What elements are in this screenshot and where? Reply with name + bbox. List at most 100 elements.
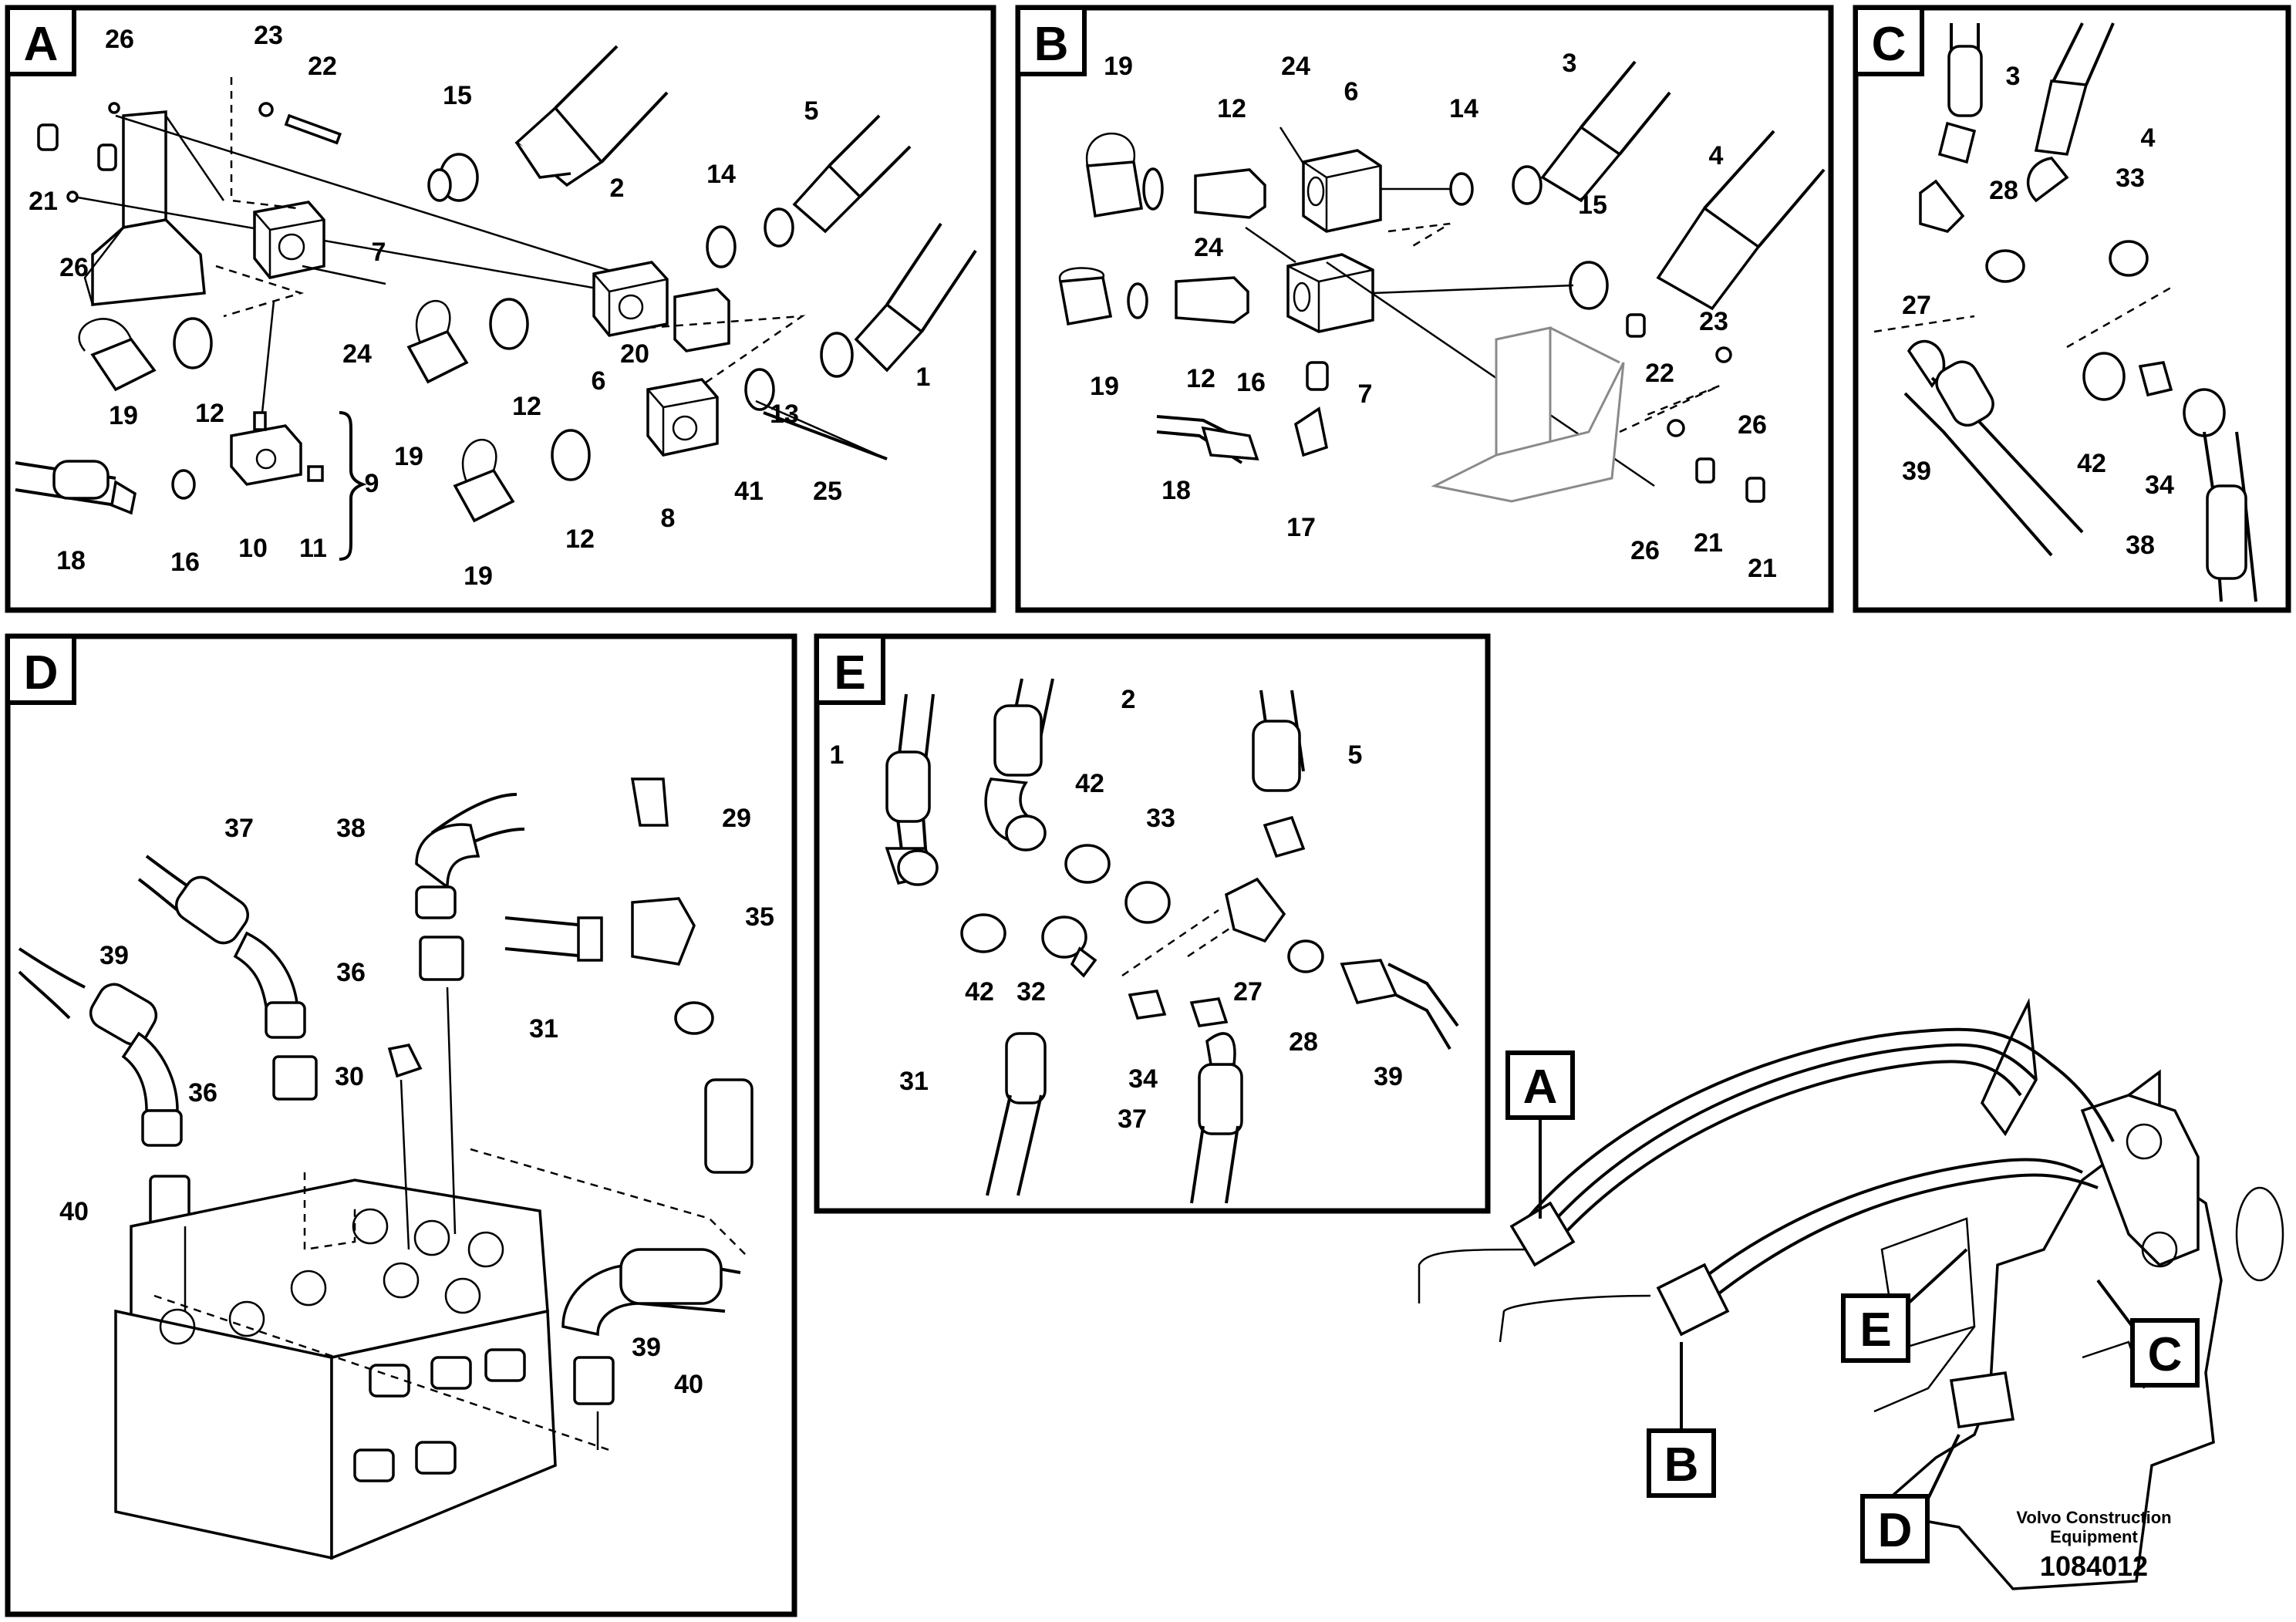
- label-b-24a: 24: [1281, 52, 1310, 81]
- label-d-40b: 40: [674, 1370, 703, 1399]
- panel-e-drawing: [885, 678, 1459, 1204]
- label-a-6: 6: [592, 366, 606, 396]
- label-c-33: 33: [2116, 164, 2145, 193]
- label-b-22: 22: [1645, 359, 1674, 388]
- panel-d-frame: [5, 633, 797, 1617]
- panel-b-frame: [1015, 5, 1834, 613]
- label-a-12b: 12: [512, 392, 541, 421]
- panel-c-drawing: [1873, 22, 2257, 602]
- label-d-36a: 36: [336, 958, 366, 987]
- label-e-32: 32: [1017, 977, 1046, 1007]
- label-b-19a: 19: [1104, 52, 1133, 81]
- label-a-18: 18: [56, 546, 86, 575]
- label-c-28: 28: [1989, 176, 2018, 205]
- label-b-24b: 24: [1194, 233, 1223, 262]
- label-a-9: 9: [365, 469, 379, 498]
- label-c-38: 38: [2126, 531, 2155, 560]
- label-d-39b: 39: [632, 1333, 661, 1362]
- label-c-3: 3: [2006, 62, 2021, 91]
- label-e-42a: 42: [1075, 769, 1104, 798]
- label-c-34: 34: [2145, 470, 2174, 500]
- brand-line-2: Equipment: [2050, 1527, 2138, 1546]
- label-e-27: 27: [1233, 977, 1263, 1007]
- label-b-26b: 26: [1630, 536, 1660, 565]
- label-b-21a: 21: [1694, 528, 1723, 558]
- svg-text:D: D: [1878, 1504, 1913, 1557]
- label-a-12a: 12: [195, 399, 224, 428]
- label-a-20: 20: [620, 339, 649, 369]
- label-e-42b: 42: [965, 977, 994, 1007]
- label-c-42: 42: [2077, 449, 2106, 478]
- label-a-2: 2: [610, 174, 625, 203]
- label-d-38: 38: [336, 814, 366, 843]
- label-b-21b: 21: [1748, 554, 1777, 583]
- panel-c-frame: [1853, 5, 2291, 613]
- label-e-31: 31: [899, 1067, 929, 1096]
- label-e-37: 37: [1118, 1104, 1147, 1134]
- label-e-34: 34: [1128, 1064, 1158, 1094]
- svg-text:C: C: [2148, 1328, 2183, 1381]
- label-d-29: 29: [722, 804, 751, 833]
- overview-callout-c: C: [2096, 1279, 2200, 1388]
- overview-callout-a: A: [1505, 1050, 1575, 1219]
- label-c-27: 27: [1902, 291, 1931, 320]
- machine-overview: [1418, 997, 2284, 1590]
- label-a-25: 25: [813, 477, 842, 506]
- panel-a-drawing: [15, 45, 977, 561]
- panel-a-tag: A: [5, 5, 76, 76]
- svg-text:D: D: [24, 646, 59, 700]
- svg-text:E: E: [834, 646, 865, 700]
- label-a-12c: 12: [565, 524, 595, 554]
- label-b-17: 17: [1286, 513, 1316, 542]
- label-d-31: 31: [529, 1014, 558, 1044]
- panel-d-tag: D: [5, 634, 76, 705]
- label-a-26b: 26: [59, 253, 89, 282]
- label-e-5: 5: [1348, 740, 1363, 770]
- label-a-11: 11: [299, 534, 327, 563]
- svg-text:C: C: [1872, 18, 1907, 71]
- overview-callout-e: E: [1841, 1248, 1968, 1363]
- label-e-39: 39: [1374, 1062, 1403, 1091]
- panel-b-tag: B: [1016, 5, 1087, 76]
- label-a-10: 10: [238, 534, 268, 563]
- panel-b-labels: 19 12 24 6 14 3 4 24 15 19 12 16 7 23 22…: [1090, 49, 1777, 583]
- label-b-3: 3: [1563, 49, 1577, 78]
- label-e-2: 2: [1121, 685, 1136, 714]
- label-b-16: 16: [1236, 368, 1266, 397]
- svg-text:B: B: [1664, 1438, 1699, 1492]
- label-a-15: 15: [443, 81, 472, 110]
- label-a-5: 5: [804, 96, 819, 126]
- label-a-7: 7: [372, 238, 386, 267]
- panel-c-labels: 3 4 28 33 27 39 42 34 38: [1902, 62, 2174, 560]
- label-b-12a: 12: [1217, 94, 1246, 123]
- label-a-14: 14: [706, 160, 736, 189]
- label-a-19c: 19: [464, 561, 493, 591]
- label-d-40a: 40: [59, 1197, 89, 1226]
- svg-text:A: A: [1523, 1061, 1558, 1114]
- label-a-16: 16: [170, 548, 200, 577]
- label-e-1: 1: [830, 740, 845, 770]
- label-b-12b: 12: [1186, 364, 1215, 393]
- label-d-30: 30: [335, 1062, 364, 1091]
- label-a-22: 22: [308, 52, 337, 81]
- panel-e-labels: 2 1 5 42 33 42 32 27 28 39 31 34 37: [830, 685, 1403, 1134]
- label-b-7: 7: [1358, 379, 1373, 409]
- label-a-19a: 19: [109, 401, 138, 430]
- label-e-33: 33: [1146, 804, 1175, 833]
- panel-a-frame: [5, 5, 996, 613]
- label-b-4: 4: [1709, 141, 1724, 170]
- svg-text:B: B: [1034, 18, 1069, 71]
- label-c-4: 4: [2141, 123, 2156, 153]
- label-b-19b: 19: [1090, 372, 1119, 401]
- label-a-26a: 26: [105, 25, 134, 54]
- document-number: 1084012: [2040, 1550, 2148, 1582]
- overview-callout-b: B: [1647, 1342, 1716, 1498]
- label-d-35: 35: [745, 902, 774, 932]
- label-d-39a: 39: [99, 941, 129, 970]
- label-a-41: 41: [734, 477, 764, 506]
- label-c-39: 39: [1902, 457, 1931, 486]
- panel-e-frame: [814, 633, 1491, 1214]
- label-b-6: 6: [1344, 77, 1359, 106]
- svg-text:E: E: [1859, 1303, 1891, 1357]
